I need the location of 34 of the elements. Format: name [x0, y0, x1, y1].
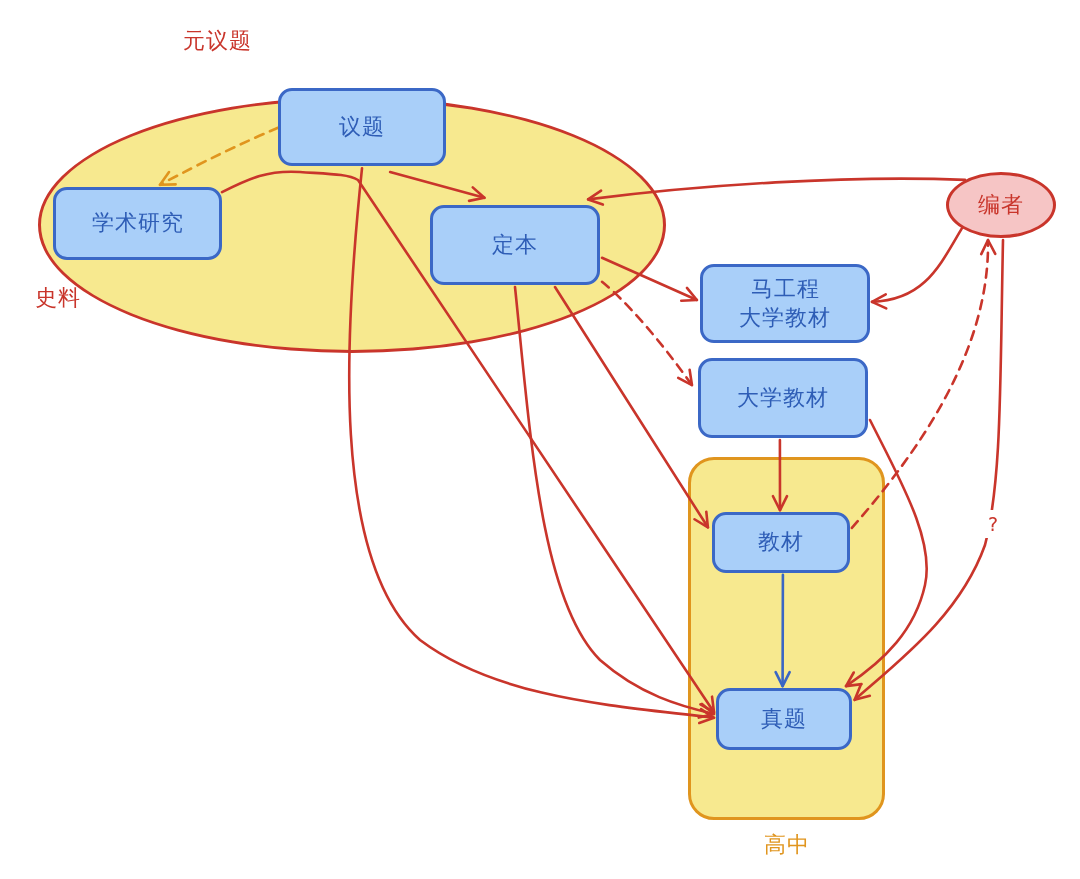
arrow [774, 573, 791, 688]
process-box [430, 205, 600, 285]
box-label: 编者 [978, 190, 1024, 219]
arrow [553, 285, 710, 529]
box-label: 定本 [492, 230, 538, 259]
arrow [844, 418, 928, 688]
box-label: 马工程 [750, 274, 820, 303]
arrow [600, 256, 699, 302]
dashed-arrow [158, 126, 280, 187]
process-box [700, 264, 870, 343]
dashed-arrow [600, 280, 694, 387]
process-box [53, 187, 222, 260]
box-label: 议题 [339, 112, 385, 141]
arrow [771, 438, 789, 512]
dashed-arrow [850, 238, 996, 530]
box-label: 学术研究 [91, 209, 184, 238]
process-box [698, 358, 868, 438]
process-box [716, 688, 852, 750]
arrow [870, 226, 964, 309]
arrow [513, 285, 716, 719]
process-box [712, 512, 850, 573]
box-label: 真题 [761, 704, 807, 733]
box-label: 大学教材 [737, 383, 829, 412]
arrow [853, 238, 1005, 702]
panel-label: 高中 [762, 831, 811, 859]
arrow [347, 167, 716, 725]
box-label: 教材 [758, 528, 804, 557]
arrow [388, 170, 486, 203]
arrow [220, 170, 716, 714]
box-label: 大学教材 [739, 303, 831, 332]
arrow [586, 177, 967, 206]
region-label: 史料 [34, 284, 82, 312]
process-box [278, 88, 446, 166]
text-label: 元议题 [183, 27, 252, 55]
